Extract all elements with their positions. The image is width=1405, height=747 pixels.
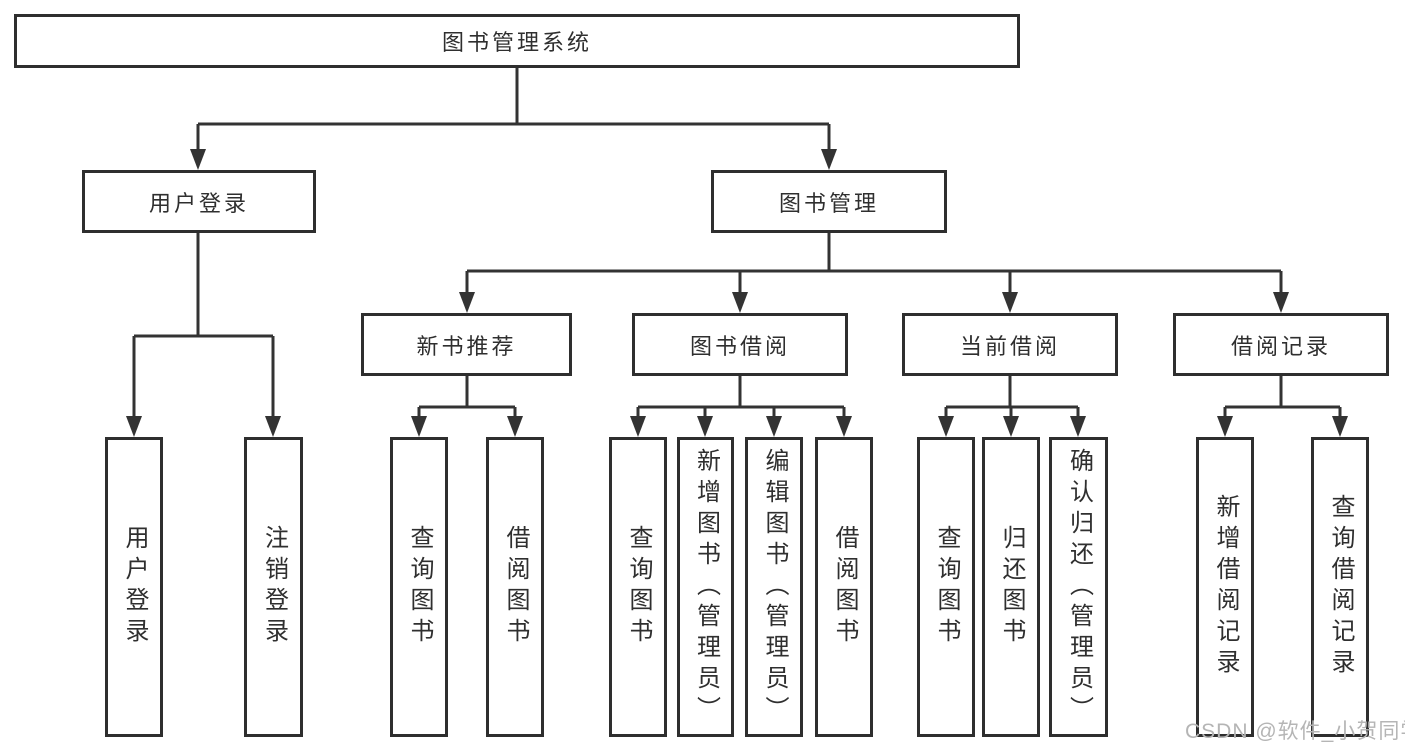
leaf-query-books-borrowing: 查询图书 — [609, 437, 667, 737]
leaf-query-books-current: 查询图书 — [917, 437, 975, 737]
leaf-add-borrow-record-label: 新增借阅记录 — [1212, 494, 1239, 680]
node-current-borrowing-label: 当前借阅 — [959, 333, 1060, 359]
arrowhead-icon — [1217, 416, 1233, 437]
arrowhead-icon — [1003, 416, 1019, 437]
connector-login-to-leaves — [132, 233, 275, 428]
arrowhead-icon — [1002, 292, 1018, 313]
node-borrow-records: 借阅记录 — [1173, 313, 1389, 376]
node-user-login-label: 用户登录 — [148, 190, 249, 216]
arrowhead-icons — [126, 149, 1348, 437]
leaf-borrow-books-borrowing: 借阅图书 — [815, 437, 873, 737]
leaf-borrow-books-recommend-label: 借阅图书 — [502, 525, 529, 649]
leaf-user-login: 用户登录 — [105, 437, 163, 737]
arrowhead-icon — [459, 292, 475, 313]
arrowhead-icon — [732, 292, 748, 313]
node-book-management: 图书管理 — [711, 170, 947, 233]
node-user-login: 用户登录 — [82, 170, 316, 233]
connector-mgmt-to-level3 — [465, 233, 1283, 305]
node-root-label: 图书管理系统 — [441, 30, 592, 55]
arrowhead-icon — [697, 416, 713, 437]
leaf-query-books-current-label: 查询图书 — [933, 525, 960, 649]
leaf-query-books-recommend-label: 查询图书 — [406, 525, 433, 649]
leaf-query-books-recommend: 查询图书 — [390, 437, 448, 737]
leaf-add-book-admin: 新增图书（管理员） — [677, 437, 734, 737]
node-current-borrowing: 当前借阅 — [902, 313, 1118, 376]
leaf-edit-book-admin-label: 编辑图书（管理员） — [761, 447, 788, 727]
leaf-query-books-borrowing-label: 查询图书 — [625, 525, 652, 649]
leaf-user-login-label: 用户登录 — [121, 525, 148, 649]
leaf-query-borrow-record: 查询借阅记录 — [1311, 437, 1369, 737]
arrowhead-icon — [836, 416, 852, 437]
connector-borrowing-to-leaves — [636, 376, 846, 428]
arrowhead-icon — [938, 416, 954, 437]
arrowhead-icon — [1070, 416, 1086, 437]
node-new-book-recommendation: 新书推荐 — [361, 313, 572, 376]
arrowhead-icon — [630, 416, 646, 437]
arrowhead-icon — [507, 416, 523, 437]
arrowhead-icon — [1332, 416, 1348, 437]
csdn-watermark: CSDN @软件_小贺同学 — [1185, 720, 1405, 743]
connector-root-to-level2 — [196, 68, 831, 160]
connector-recommend-to-leaves — [417, 376, 517, 428]
arrowhead-icon — [265, 416, 281, 437]
leaf-return-books: 归还图书 — [982, 437, 1040, 737]
node-book-borrowing-label: 图书借阅 — [689, 333, 790, 359]
arrowhead-icon — [126, 416, 142, 437]
leaf-confirm-return-admin-label: 确认归还（管理员） — [1065, 447, 1093, 727]
leaf-borrow-books-borrowing-label: 借阅图书 — [831, 525, 858, 649]
leaf-logout: 注销登录 — [244, 437, 303, 737]
node-book-management-label: 图书管理 — [778, 190, 879, 216]
leaf-edit-book-admin: 编辑图书（管理员） — [745, 437, 803, 737]
node-book-borrowing: 图书借阅 — [632, 313, 848, 376]
leaf-add-book-admin-label: 新增图书（管理员） — [692, 447, 720, 727]
arrowhead-icon — [821, 149, 837, 170]
node-root: 图书管理系统 — [14, 14, 1020, 68]
leaf-return-books-label: 归还图书 — [998, 525, 1025, 649]
node-new-book-recommendation-label: 新书推荐 — [416, 333, 517, 359]
node-borrow-records-label: 借阅记录 — [1230, 333, 1331, 359]
leaf-query-borrow-record-label: 查询借阅记录 — [1327, 494, 1354, 680]
leaf-add-borrow-record: 新增借阅记录 — [1196, 437, 1254, 737]
arrowhead-icon — [411, 416, 427, 437]
leaf-confirm-return-admin: 确认归还（管理员） — [1049, 437, 1108, 737]
arrowhead-icon — [190, 149, 206, 170]
arrowhead-icon — [1273, 292, 1289, 313]
connector-records-to-leaves — [1223, 376, 1342, 428]
arrowhead-icon — [766, 416, 782, 437]
leaf-borrow-books-recommend: 借阅图书 — [486, 437, 544, 737]
leaf-logout-label: 注销登录 — [260, 525, 288, 649]
